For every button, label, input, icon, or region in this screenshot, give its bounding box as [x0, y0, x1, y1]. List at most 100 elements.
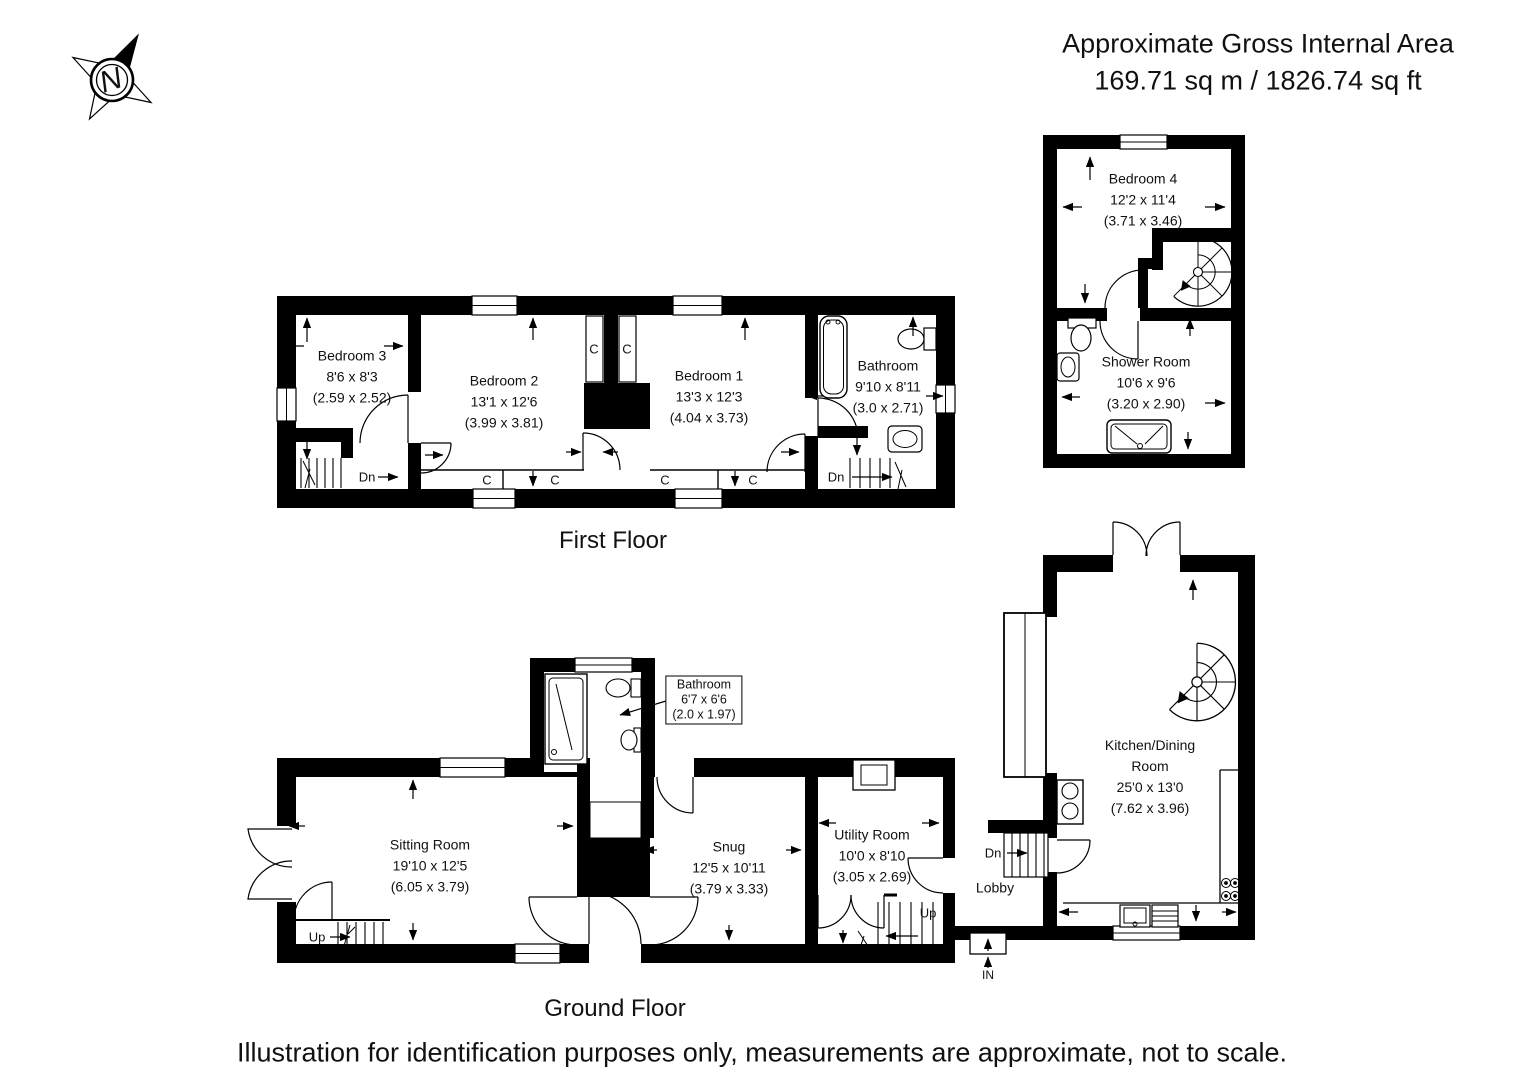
window-icon — [276, 295, 956, 509]
room-dims-metric: (3.20 x 2.90) — [1106, 395, 1186, 412]
room-dims-imperial: 10'0 x 8'10 — [838, 847, 906, 864]
room-dims-imperial: 12'2 x 11'4 — [1110, 191, 1176, 208]
dimension-arrows — [1061, 156, 1226, 450]
staircase-icon — [849, 458, 907, 490]
closet-label: C — [482, 472, 492, 488]
appliance-icon — [852, 759, 896, 791]
closet-label: C — [660, 472, 670, 488]
stairs-down-label: Dn — [984, 845, 1002, 861]
room-dims-metric: (3.99 x 3.81) — [464, 414, 544, 431]
room-dims-metric: (7.62 x 3.96) — [1110, 800, 1190, 816]
room-dims-imperial: 12'5 x 10'11 — [692, 859, 766, 876]
room-label-bedroom3: Bedroom 3 8'6 x 8'3 (2.59 x 2.52) — [313, 346, 392, 409]
room-dims-imperial: 6'7 x 6'6 — [681, 692, 727, 707]
room-name: Bedroom 4 — [1108, 170, 1178, 187]
floor-label-first: First Floor — [559, 527, 667, 554]
spiral-stairs-icon — [1168, 642, 1237, 722]
stairs-up-label: Up — [308, 929, 326, 945]
room-label-lobby: Lobby — [976, 878, 1014, 899]
room-label-shower-room: Shower Room 10'6 x 9'6 (3.20 x 2.90) — [1102, 352, 1191, 415]
room-name: Room — [1131, 758, 1169, 774]
shower-enclosure-icon — [544, 673, 588, 765]
room-name: Snug — [712, 838, 746, 855]
closet-label: C — [550, 472, 560, 488]
room-dims-imperial: 13'1 x 12'6 — [470, 393, 538, 410]
entrance-porch — [969, 932, 1007, 968]
window-bay-icon — [1003, 612, 1047, 778]
room-dims-metric: (4.04 x 3.73) — [669, 409, 749, 426]
window-icon — [439, 757, 1181, 964]
french-doors-icon — [247, 828, 293, 900]
room-dims-metric: (3.79 x 3.33) — [689, 880, 769, 897]
counter-line — [1063, 769, 1238, 904]
door-swing-icon — [293, 776, 1091, 946]
room-dims-metric: (2.0 x 1.97) — [672, 707, 736, 722]
staircase-icon — [300, 458, 342, 489]
first-floor-plan — [276, 295, 956, 509]
room-dims-metric: (3.05 x 2.69) — [832, 868, 912, 885]
room-dims-imperial: 9'10 x 8'11 — [855, 378, 921, 395]
sink-icon — [887, 425, 923, 453]
room-dims-imperial: 8'6 x 8'3 — [326, 368, 378, 385]
room-name: Sitting Room — [389, 836, 471, 853]
room-label-snug: Snug 12'5 x 10'11 (3.79 x 3.33) — [690, 837, 769, 900]
room-dims-imperial: 13'3 x 12'3 — [675, 388, 743, 405]
double-door-icon — [1112, 521, 1181, 557]
kitchen-sink-icon — [1119, 904, 1179, 928]
room-dims-metric: (2.59 x 2.52) — [312, 389, 392, 406]
stairs-up-label: Up — [919, 905, 937, 921]
room-dims-metric: (6.05 x 3.79) — [390, 878, 470, 895]
sink-icon — [1056, 352, 1080, 382]
page-title-line2: 169.71 sq m / 1826.74 sq ft — [1094, 65, 1422, 96]
page-title-line1: Approximate Gross Internal Area — [1062, 28, 1454, 59]
room-name: Kitchen/Dining — [1104, 737, 1196, 753]
floor-label-ground: Ground Floor — [544, 995, 686, 1022]
room-label-sitting-room: Sitting Room 19'10 x 12'5 (6.05 x 3.79) — [390, 835, 470, 898]
room-dims-metric: (3.71 x 3.46) — [1103, 212, 1183, 229]
room-dims-imperial: 25'0 x 13'0 — [1116, 779, 1184, 795]
bathtub-icon — [819, 315, 848, 399]
ground-floor-plan — [247, 521, 1255, 968]
room-label-bedroom4: Bedroom 4 12'2 x 11'4 (3.71 x 3.46) — [1104, 169, 1183, 232]
compass-rose — [71, 33, 153, 121]
room-label-bedroom2: Bedroom 2 13'1 x 12'6 (3.99 x 3.81) — [465, 371, 544, 434]
toilet-icon — [605, 678, 642, 698]
room-dims-imperial: 19'10 x 12'5 — [392, 857, 468, 874]
closet-label: C — [622, 341, 632, 357]
room-label-bathroom-first: Bathroom 9'10 x 8'11 (3.0 x 2.71) — [853, 356, 924, 419]
room-name: Bedroom 3 — [317, 347, 387, 364]
door-swing-icon — [1099, 269, 1144, 360]
dimension-arrows — [283, 316, 944, 487]
toilet-icon — [1067, 317, 1097, 352]
room-name: Bathroom — [676, 677, 732, 692]
closet-label: C — [748, 472, 758, 488]
room-name: Shower Room — [1101, 353, 1191, 370]
toilet-icon — [897, 327, 937, 351]
room-label-bathroom-ground: Bathroom 6'7 x 6'6 (2.0 x 1.97) — [665, 675, 743, 725]
second-floor-plan — [1043, 134, 1245, 468]
closet-label: C — [589, 341, 599, 357]
room-dims-imperial: 10'6 x 9'6 — [1116, 374, 1176, 391]
shower-tray-icon — [1106, 419, 1172, 454]
dimension-arrows — [288, 579, 1237, 944]
disclaimer-text: Illustration for identification purposes… — [236, 1037, 1288, 1068]
stairs-down-label: Dn — [827, 469, 845, 485]
hob-icon — [1221, 878, 1240, 901]
staircase-icon — [1003, 832, 1049, 878]
room-name: Bathroom — [857, 357, 919, 374]
stairs-down-label: Dn — [358, 469, 376, 485]
entrance-in-label: IN — [982, 968, 994, 982]
room-name: Bedroom 2 — [469, 372, 539, 389]
room-name: Bedroom 1 — [674, 367, 744, 384]
sink-icon — [620, 727, 642, 753]
room-label-utility-room: Utility Room 10'0 x 8'10 (3.05 x 2.69) — [833, 825, 912, 888]
room-dims-metric: (3.0 x 2.71) — [852, 399, 924, 416]
room-name: Lobby — [975, 879, 1015, 896]
staircase-icon — [857, 902, 934, 949]
room-label-bedroom1: Bedroom 1 13'3 x 12'3 (4.04 x 3.73) — [670, 366, 749, 429]
oven-icon — [1056, 779, 1084, 825]
room-name: Utility Room — [834, 826, 910, 843]
room-label-kitchen-dining: Kitchen/Dining Room 25'0 x 13'0 (7.62 x … — [1105, 735, 1195, 819]
